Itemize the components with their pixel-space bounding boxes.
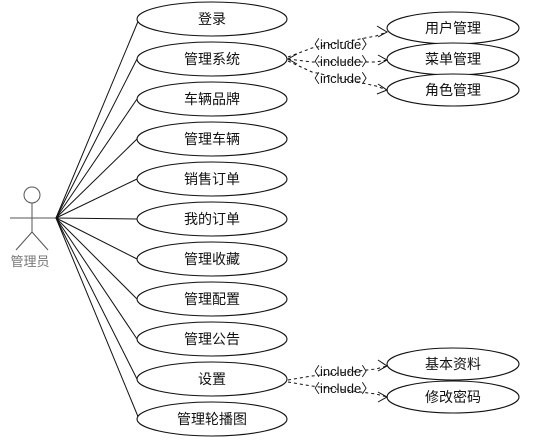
include-arrow-menu-management (287, 58, 388, 63)
use-case-label: 设置 (198, 372, 226, 388)
association-vehicle-brand (55, 98, 138, 219)
arrowhead-role-management (376, 83, 389, 95)
use-case-label: 管理轮播图 (177, 412, 247, 428)
association-manage-system (55, 58, 138, 219)
association-manage-favorites (55, 217, 138, 260)
use-case-label: 销售订单 (184, 172, 240, 188)
use-case-settings: 设置 (136, 361, 288, 397)
association-lines (55, 18, 140, 420)
include-label-change-password: 〈include〉 (307, 381, 374, 396)
use-case-vehicle-brand: 车辆品牌 (136, 81, 288, 117)
include-label-user-management: 〈include〉 (307, 37, 374, 52)
association-login (55, 18, 140, 219)
include-label-role-management: 〈include〉 (307, 71, 374, 86)
use-case-label: 用户管理 (425, 20, 481, 37)
include-label-basic-info: 〈include〉 (307, 364, 374, 379)
arrowhead-menu-management (377, 54, 389, 66)
include-arrow-user-management (287, 31, 388, 58)
use-case-label: 管理系统 (184, 52, 240, 68)
include-label-menu-management: 〈include〉 (307, 54, 374, 69)
use-case-login: 登录 (136, 1, 288, 37)
include-arrows-system (286, 25, 389, 95)
use-case-sales-orders: 销售订单 (136, 161, 288, 197)
actor-left-leg (15, 231, 33, 251)
association-manage-config (55, 217, 138, 300)
use-case-label: 菜单管理 (425, 52, 481, 68)
use-case-manage-config: 管理配置 (136, 281, 288, 317)
use-case-label: 管理收藏 (184, 252, 240, 268)
use-case-change-password: 修改密码 (386, 380, 520, 414)
association-my-orders (55, 217, 138, 220)
use-case-label: 基本资料 (425, 356, 481, 373)
use-case-role-management: 角色管理 (386, 73, 520, 107)
association-sales-orders (55, 178, 138, 219)
arrowhead-user-management (376, 25, 388, 38)
use-case-menu-management: 菜单管理 (386, 42, 520, 76)
use-case-label: 管理车辆 (184, 131, 240, 148)
arrowhead-basic-info (377, 359, 388, 372)
arrowhead-source-system (286, 53, 298, 65)
association-settings (55, 217, 138, 380)
use-case-basic-info: 基本资料 (386, 347, 520, 381)
use-case-label: 角色管理 (425, 82, 481, 99)
include-arrow-basic-info (287, 365, 388, 381)
arrowhead-change-password (377, 391, 389, 403)
use-case-manage-favorites: 管理收藏 (136, 241, 288, 277)
actor-figure (10, 186, 56, 251)
use-case-manage-notices: 管理公告 (136, 321, 288, 357)
use-case-label: 我的订单 (184, 212, 240, 228)
include-arrow-change-password (287, 381, 388, 398)
association-manage-notices (55, 217, 138, 340)
use-case-label: 管理配置 (184, 292, 240, 308)
actor-right-leg (31, 231, 49, 251)
use-case-label: 登录 (198, 12, 226, 28)
use-case-manage-carousel: 管理轮播图 (136, 401, 288, 437)
use-case-user-management: 用户管理 (386, 11, 520, 45)
actor-head (23, 186, 41, 204)
use-case-label: 车辆品牌 (184, 91, 240, 108)
use-case-my-orders: 我的订单 (136, 201, 288, 237)
association-manage-vehicle (55, 138, 138, 219)
include-arrows-settings (287, 359, 389, 403)
use-case-label: 管理公告 (184, 332, 240, 348)
use-case-label: 修改密码 (425, 389, 481, 406)
use-case-manage-vehicle: 管理车辆 (136, 121, 288, 157)
use-case-manage-system: 管理系统 (136, 41, 288, 77)
include-arrow-role-management (287, 60, 388, 91)
actor-label: 管理员 (10, 255, 49, 270)
association-manage-carousel (55, 217, 140, 420)
